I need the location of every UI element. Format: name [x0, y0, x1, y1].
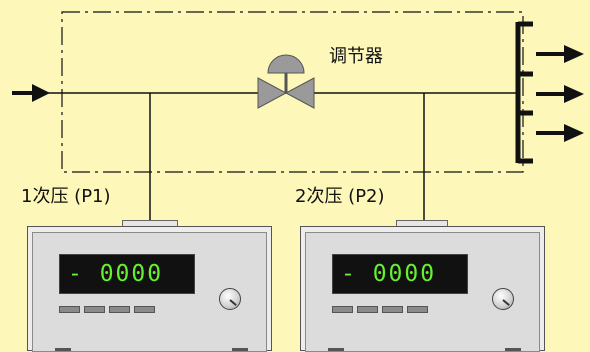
- gauge-port: [396, 220, 448, 228]
- gauge-key[interactable]: [332, 306, 353, 313]
- gauge-foot: [55, 348, 71, 351]
- gauge-key[interactable]: [382, 306, 403, 313]
- p1-label: 1次压 (P1): [21, 186, 111, 207]
- gauge-display: - 0000: [332, 254, 468, 294]
- gauge-keypad: [332, 306, 428, 313]
- gauge-foot: [328, 348, 344, 351]
- outlet-arrow-icon: [536, 85, 584, 103]
- gauge-key[interactable]: [109, 306, 130, 313]
- p2-label: 2次压 (P2): [295, 186, 385, 207]
- p1-pressure-gauge: - 0000: [27, 220, 272, 352]
- p2-pressure-gauge: - 0000: [300, 220, 545, 352]
- gauge-port: [122, 220, 178, 228]
- gauge-key[interactable]: [407, 306, 428, 313]
- valve-icon: [257, 54, 315, 109]
- gauge-key[interactable]: [134, 306, 155, 313]
- outlet-arrow-icon: [536, 45, 584, 63]
- gauge-foot: [232, 348, 248, 351]
- gauge-foot: [505, 348, 521, 351]
- outlet-arrow-icon: [536, 124, 584, 142]
- gauge-front-panel: - 0000: [305, 232, 540, 352]
- knob-icon[interactable]: [219, 288, 241, 310]
- gauge-readout: - 0000: [68, 261, 164, 287]
- gauge-body: - 0000: [300, 226, 545, 352]
- gauge-key[interactable]: [59, 306, 80, 313]
- gauge-keypad: [59, 306, 155, 313]
- inlet-arrow-icon: [12, 84, 50, 102]
- outlet-manifold: [515, 21, 533, 164]
- knob-icon[interactable]: [492, 288, 514, 310]
- gauge-front-panel: - 0000: [32, 232, 267, 352]
- gauge-display: - 0000: [59, 254, 195, 294]
- gauge-body: - 0000: [27, 226, 272, 352]
- regulator-label: 调节器: [329, 46, 383, 67]
- gauge-key[interactable]: [84, 306, 105, 313]
- regulator-boundary: [61, 11, 524, 173]
- gauge-readout: - 0000: [341, 261, 437, 287]
- gauge-key[interactable]: [357, 306, 378, 313]
